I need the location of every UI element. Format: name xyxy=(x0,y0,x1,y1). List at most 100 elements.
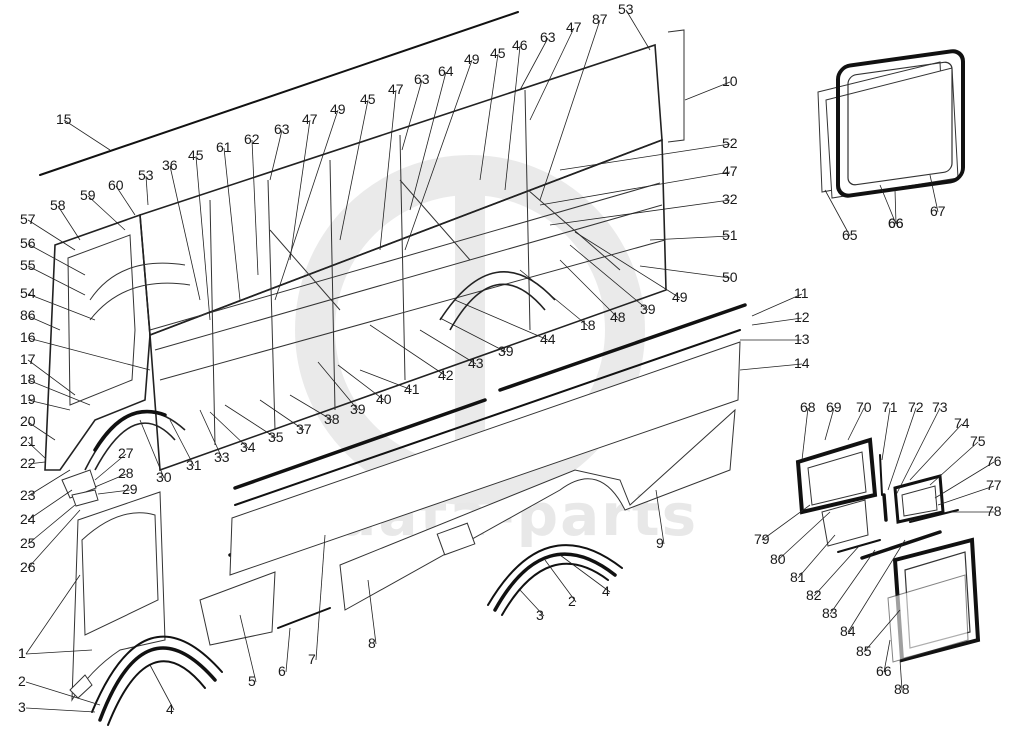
callout-label: 74 xyxy=(954,415,970,431)
callout-label: 63 xyxy=(540,29,556,45)
callout-label: 47 xyxy=(302,111,318,127)
leader-line xyxy=(87,195,126,231)
leader-line xyxy=(317,361,359,411)
leader-line xyxy=(27,243,86,276)
callout-label: 47 xyxy=(566,19,582,35)
leader-line xyxy=(289,119,311,261)
callout-label: 51 xyxy=(722,227,738,243)
callout-label: 9 xyxy=(656,535,664,551)
leader-line xyxy=(887,407,917,491)
callout-label: 79 xyxy=(754,531,770,547)
leader-line xyxy=(639,265,731,279)
leader-line xyxy=(797,534,836,579)
callout-label: 73 xyxy=(932,399,948,415)
callout-label: 45 xyxy=(490,45,506,61)
leader-line xyxy=(883,639,891,673)
callout-label: 85 xyxy=(856,643,872,659)
leader-line xyxy=(544,559,577,603)
leader-line xyxy=(285,627,291,673)
callout-label: 41 xyxy=(404,381,420,397)
leader-line xyxy=(479,53,499,181)
leader-line xyxy=(519,269,589,327)
callout-label: 42 xyxy=(438,367,454,383)
leader-line xyxy=(761,504,811,541)
callout-label: 66 xyxy=(888,215,904,231)
callout-label: 53 xyxy=(618,1,634,17)
leader-line xyxy=(929,441,979,486)
leader-line xyxy=(27,399,71,411)
leader-line xyxy=(559,143,731,171)
callout-label: 47 xyxy=(722,163,738,179)
leader-line xyxy=(94,453,127,481)
leader-line xyxy=(454,299,549,341)
callout-label: 2 xyxy=(18,673,26,689)
callout-label: 83 xyxy=(822,605,838,621)
callout-label: 80 xyxy=(770,551,786,567)
callout-label: 62 xyxy=(244,131,260,147)
roof-rail xyxy=(39,11,519,176)
callout-label: 39 xyxy=(498,343,514,359)
callout-label: 29 xyxy=(122,481,138,497)
callout-label: 82 xyxy=(806,587,822,603)
front-door-frame xyxy=(44,213,191,471)
callout-label: 84 xyxy=(840,623,856,639)
leader-line xyxy=(684,81,731,101)
callout-label: 67 xyxy=(930,203,946,219)
leader-line xyxy=(929,174,939,213)
leader-lines xyxy=(25,9,995,713)
leader-line xyxy=(27,379,91,406)
leader-line xyxy=(409,71,447,211)
callout-label: 18 xyxy=(580,317,596,333)
leader-line xyxy=(27,337,151,371)
leader-line xyxy=(27,509,81,569)
callout-label: 38 xyxy=(324,411,340,427)
callout-label: 52 xyxy=(722,135,738,151)
leader-line xyxy=(269,129,283,181)
callout-label: 78 xyxy=(986,503,1002,519)
front-wheel-arch xyxy=(91,635,223,726)
leader-line xyxy=(895,407,941,496)
leader-line xyxy=(419,329,477,365)
leader-line xyxy=(881,407,891,461)
callout-label: 33 xyxy=(214,449,230,465)
callout-label: 61 xyxy=(216,139,232,155)
callout-label: 58 xyxy=(50,197,66,213)
callout-label: 75 xyxy=(970,433,986,449)
callout-label: 5 xyxy=(248,673,256,689)
callout-label: 72 xyxy=(908,399,924,415)
callout-label: 49 xyxy=(464,51,480,67)
callout-label: 64 xyxy=(438,63,454,79)
callout-label: 53 xyxy=(138,167,154,183)
leader-line xyxy=(439,317,507,353)
callout-label: 43 xyxy=(468,355,484,371)
leader-line xyxy=(169,419,195,467)
leader-line xyxy=(569,244,649,311)
leader-line xyxy=(27,504,76,545)
rear-trim-10 xyxy=(667,29,685,143)
callout-label: 88 xyxy=(894,681,910,697)
leader-line xyxy=(625,9,651,51)
leader-line xyxy=(224,404,277,439)
callout-label: 48 xyxy=(610,309,626,325)
leader-line xyxy=(937,485,995,506)
callout-label: 32 xyxy=(722,191,738,207)
callout-label: 17 xyxy=(20,351,36,367)
leader-line xyxy=(27,489,73,521)
leader-line xyxy=(519,589,545,617)
leader-line xyxy=(337,364,385,401)
leader-line xyxy=(813,544,861,597)
leader-line xyxy=(369,324,447,377)
callout-label: 16 xyxy=(20,329,36,345)
callout-label: 23 xyxy=(20,487,36,503)
callout-label: 81 xyxy=(790,569,806,585)
callout-label: 44 xyxy=(540,331,556,347)
callout-label: 22 xyxy=(20,455,36,471)
leader-line xyxy=(894,189,897,225)
leader-line xyxy=(367,579,377,645)
leader-line xyxy=(27,219,76,251)
leader-line xyxy=(27,265,86,296)
leader-line xyxy=(559,554,611,593)
callout-label: 57 xyxy=(20,211,36,227)
leader-line xyxy=(274,109,339,301)
